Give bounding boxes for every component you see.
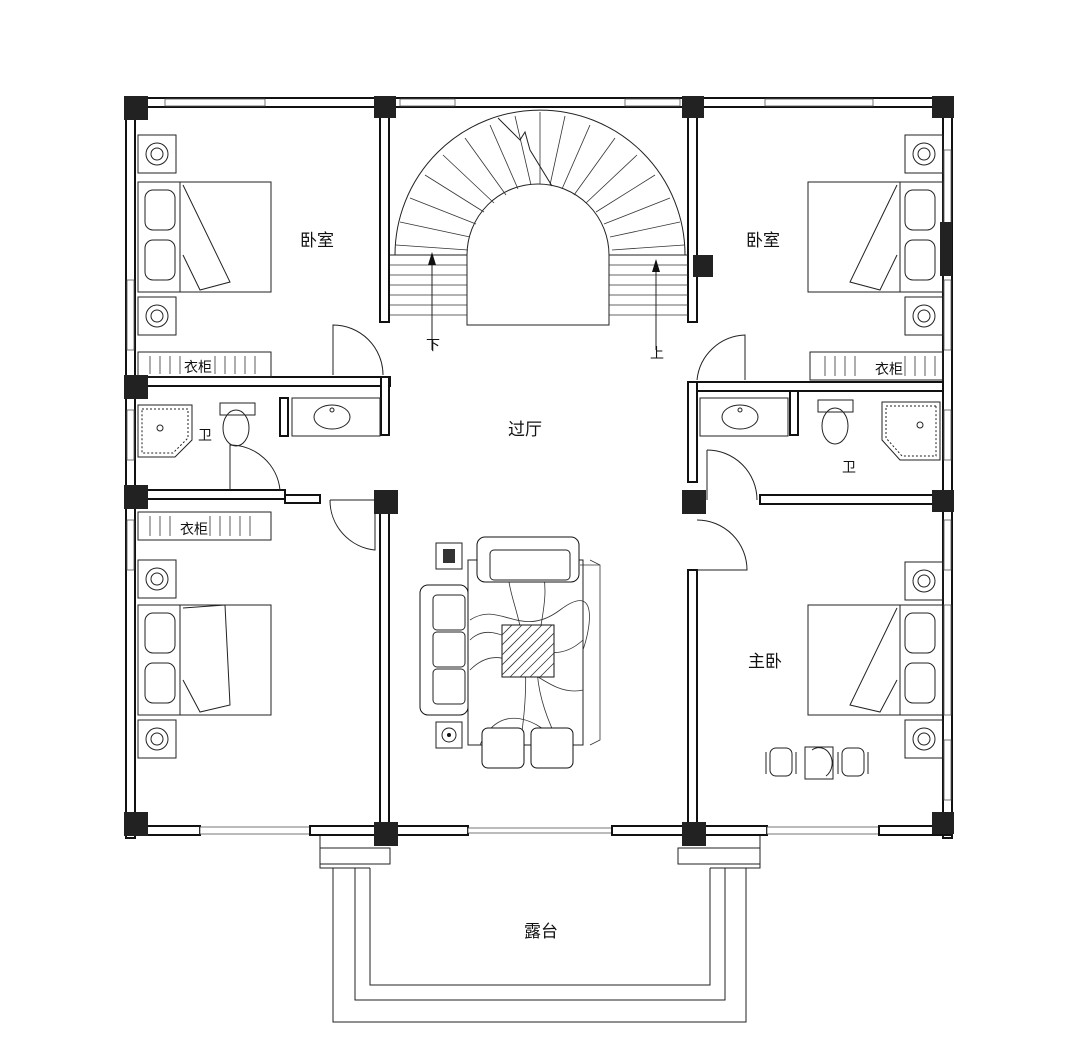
closet-ne-label: 衣柜	[875, 362, 903, 378]
bedroom-nw-label: 卧室	[300, 231, 334, 251]
bedroom-ne-label: 卧室	[746, 231, 780, 251]
doors	[229, 324, 758, 571]
bed-master	[807, 561, 944, 759]
closet-nw: 衣柜	[137, 351, 272, 378]
closet-nw-label: 衣柜	[184, 360, 212, 376]
living-set	[419, 536, 601, 769]
closet-ne: 衣柜	[809, 351, 944, 381]
bed-ne	[807, 134, 944, 336]
bed-sw	[137, 559, 272, 759]
bath-w-label: 卫	[198, 428, 212, 444]
interior-walls	[134, 106, 944, 827]
desk-set	[765, 746, 869, 780]
outer-walls	[125, 97, 953, 839]
hall-label: 过厅	[508, 420, 542, 440]
closet-sw-label: 衣柜	[180, 522, 208, 538]
bed-nw	[137, 134, 272, 336]
terrace-label: 露台	[524, 922, 558, 942]
staircase: 下 上	[390, 109, 688, 362]
bath-w: 卫	[137, 397, 381, 458]
bath-e-label: 卫	[842, 460, 856, 476]
closet-sw: 衣柜	[137, 511, 272, 541]
master-bedroom-label: 主卧	[748, 652, 782, 672]
bath-e: 卫	[699, 397, 941, 476]
stair-up-label: 上	[650, 346, 664, 362]
columns	[124, 96, 954, 846]
terrace	[319, 835, 761, 1023]
stair-down-label: 下	[426, 338, 440, 354]
